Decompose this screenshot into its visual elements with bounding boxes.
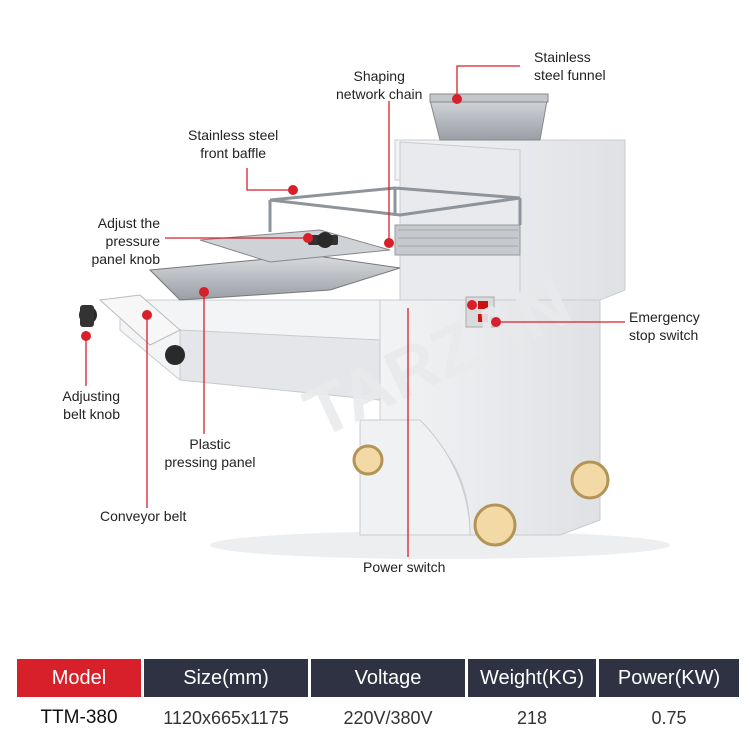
table-row: TTM-380 1120x665x1175 220V/380V 218 0.75 — [17, 699, 739, 737]
column-header-model: Model — [17, 659, 141, 697]
machine-body — [119, 139, 626, 536]
cell-power: 0.75 — [651, 707, 687, 728]
conveyor-belt — [98, 294, 181, 346]
front-baffle — [268, 186, 522, 232]
cell-size: 1120x665x1175 — [163, 707, 289, 728]
callout-adjusting-belt-knob: Adjusting belt knob — [62, 388, 120, 422]
callout-plastic-pressing-panel: Plastic pressing panel — [164, 436, 256, 470]
column-header-voltage: Voltage — [311, 659, 465, 697]
column-header-size: Size(mm) — [144, 659, 308, 697]
callout-conveyor-belt: Conveyor belt — [100, 508, 187, 524]
callout-pressure-panel-knob: Adjust the pressure panel knob — [91, 215, 160, 267]
stainless-steel-funnel — [429, 93, 549, 141]
wheels — [352, 444, 610, 547]
callout-stainless-steel-funnel: Stainless steel funnel — [534, 49, 606, 83]
spec-table: Model Size(mm) Voltage Weight(KG) Power(… — [14, 657, 742, 739]
pressing-panel — [148, 229, 401, 301]
floor-shadow — [210, 531, 670, 559]
cell-weight: 218 — [516, 707, 548, 728]
pressure-knob-graphic — [308, 232, 338, 248]
column-header-power: Power(KW) — [599, 659, 739, 697]
shaping-network-chain — [394, 224, 521, 256]
leader-dots — [81, 94, 501, 341]
callout-emergency-stop-switch: Emergency stop switch — [629, 309, 700, 343]
callout-shaping-network-chain: Shaping network chain — [336, 68, 423, 102]
callout-front-baffle: Stainless steel front baffle — [188, 127, 279, 161]
leader-lines — [85, 65, 625, 557]
cell-model: TTM-380 — [40, 707, 118, 728]
product-illustration: TARZAN — [79, 65, 670, 559]
belt-knob-graphic — [79, 305, 185, 365]
spec-table-header-row: Model Size(mm) Voltage Weight(KG) Power(… — [17, 659, 739, 697]
cell-voltage: 220V/380V — [343, 707, 433, 728]
callout-power-switch: Power switch — [363, 559, 446, 575]
column-header-weight: Weight(KG) — [468, 659, 596, 697]
